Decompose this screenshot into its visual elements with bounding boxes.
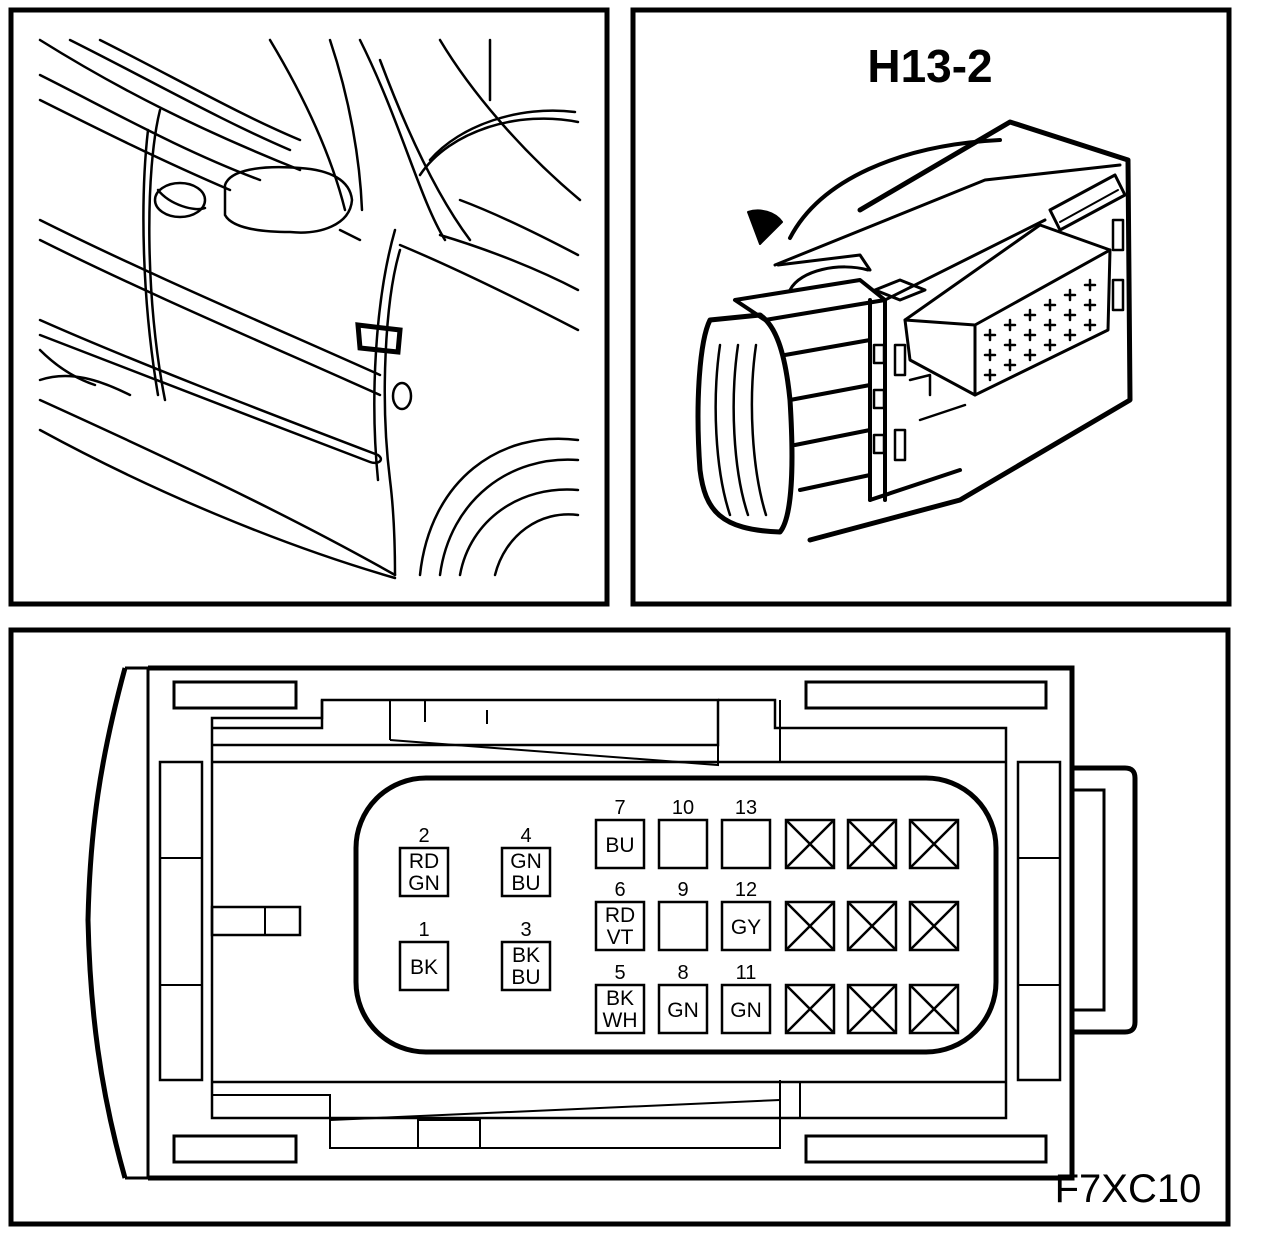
figure-code: F7XC10	[1055, 1167, 1202, 1211]
unused-cavity	[784, 983, 836, 1035]
pin-box	[500, 940, 552, 992]
wire-color-label: BK	[512, 944, 540, 967]
unused-cavity	[846, 818, 898, 870]
pin-number: 13	[735, 797, 757, 819]
pin-box	[657, 983, 709, 1035]
pin-box	[500, 846, 552, 898]
pin-box	[720, 983, 772, 1035]
wire-color-label: BU	[511, 872, 540, 895]
unused-cavity	[908, 900, 960, 952]
pin-number: 2	[418, 825, 429, 847]
wire-color-label: GY	[731, 916, 761, 939]
wire-color-label: GN	[408, 872, 440, 895]
pin-13: 13	[720, 797, 772, 870]
pin-number: 6	[614, 879, 625, 901]
pin-box	[720, 818, 772, 870]
pin-box	[720, 900, 772, 952]
pin-number: 8	[677, 962, 688, 984]
pin-box	[594, 818, 646, 870]
unused-cavity	[784, 818, 836, 870]
pin-number: 11	[736, 962, 757, 984]
pin-number: 9	[677, 879, 688, 901]
wire-color-label: BU	[511, 966, 540, 989]
pin-box	[398, 940, 450, 992]
wire-color-label: GN	[730, 999, 762, 1022]
pin-8: 8GN	[657, 962, 709, 1035]
unused-cavities	[784, 818, 960, 1035]
pin-number: 12	[735, 879, 757, 901]
pin-box	[657, 900, 709, 952]
wire-color-label: RD	[605, 904, 635, 927]
wire-color-label: GN	[667, 999, 699, 1022]
pin-1: 1BK	[398, 919, 450, 992]
wire-color-label: RD	[409, 850, 439, 873]
connector-3d-illustration	[695, 119, 1133, 543]
pin-box	[398, 846, 450, 898]
connector-title: H13-2	[867, 40, 992, 92]
unused-cavity	[784, 900, 836, 952]
pin-box	[657, 818, 709, 870]
unused-cavity	[846, 900, 898, 952]
pin-number: 3	[520, 919, 531, 941]
pin-box	[594, 900, 646, 952]
pin-number: 1	[418, 919, 429, 941]
wire-color-label: BK	[606, 987, 634, 1010]
pin-number: 10	[672, 797, 694, 819]
wire-color-label: WH	[603, 1009, 638, 1032]
pin-box	[594, 983, 646, 1035]
unused-cavity	[846, 983, 898, 1035]
unused-cavity	[908, 818, 960, 870]
wire-color-label: VT	[607, 926, 634, 949]
pin-number: 7	[614, 797, 625, 819]
pin-number: 4	[520, 825, 531, 847]
pin-10: 10	[657, 797, 709, 870]
wire-color-label: GN	[510, 850, 542, 873]
pin-number: 5	[614, 962, 625, 984]
connector-face-outline	[85, 665, 1138, 1181]
pin-9: 9	[657, 879, 709, 952]
wire-color-label: BU	[605, 834, 634, 857]
vehicle-location-panel	[8, 7, 610, 607]
vehicle-door-illustration	[38, 38, 582, 580]
pin-7: 7BU	[594, 797, 646, 870]
wire-color-label: BK	[410, 956, 438, 979]
unused-cavity	[908, 983, 960, 1035]
